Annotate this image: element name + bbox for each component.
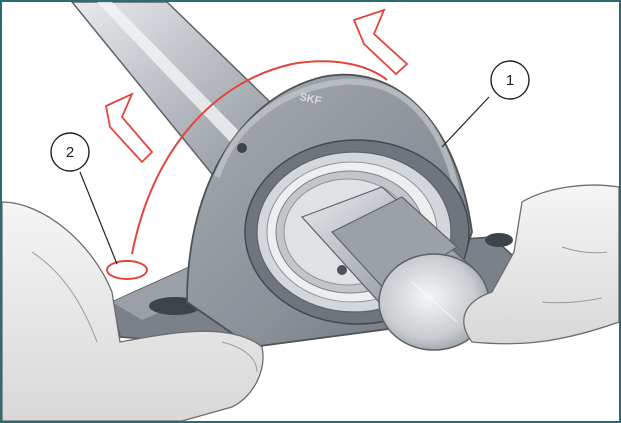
mounting-hole-ring — [106, 260, 148, 280]
right-hand — [463, 184, 619, 345]
left-hand — [2, 201, 264, 421]
mounting-hole-right — [485, 233, 513, 247]
grease-nipple-hole — [237, 143, 247, 153]
set-screw — [337, 265, 347, 275]
alignment-annotation — [104, 8, 409, 280]
shaft-end — [300, 186, 490, 351]
callout-2-label: 2 — [66, 144, 74, 161]
red-arrow-left-icon — [104, 92, 154, 164]
callout-1-label: 1 — [506, 72, 514, 89]
housing-brand-mark: SKF — [298, 91, 322, 107]
callout-2: 2 — [50, 132, 118, 265]
red-arrow-top-icon — [352, 8, 409, 76]
callout-1: 1 — [441, 60, 530, 148]
